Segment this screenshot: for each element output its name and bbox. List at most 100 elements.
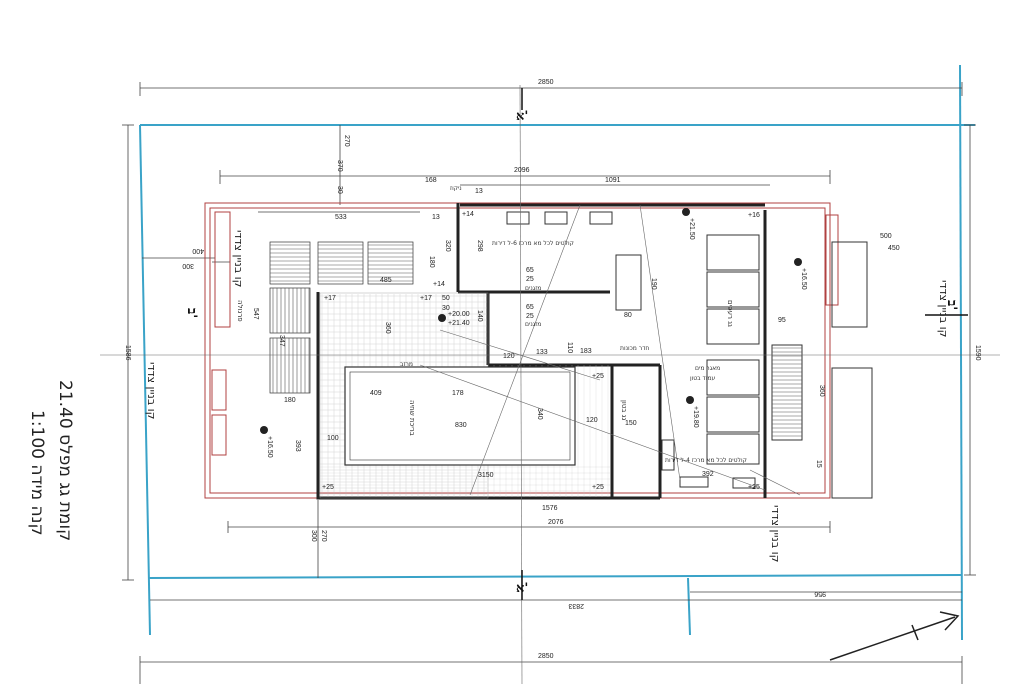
dim-956: 956 (814, 590, 826, 597)
dim-3150: 3150 (478, 472, 494, 479)
dim-30b: 30 (442, 305, 450, 312)
level-13: +16.50 (266, 436, 273, 458)
label-roof: גג רעפים (726, 300, 734, 327)
dim-110: 110 (566, 342, 573, 353)
level-5: +16 (748, 212, 760, 219)
dimension-lines (122, 82, 976, 684)
dim-133: 133 (536, 349, 548, 356)
pool (344, 366, 576, 466)
dim-1576: 1576 (542, 505, 558, 512)
level-10: +21.50 (688, 218, 695, 240)
dim-120b: 120 (586, 417, 598, 424)
dim-100: 100 (327, 435, 339, 442)
dim-830: 830 (455, 422, 467, 429)
dim-485: 485 (380, 277, 392, 284)
dim-1590: 1590 (974, 345, 981, 361)
section-a-top-label: א' (516, 109, 528, 124)
dim-180: 180 (284, 397, 296, 404)
pergola (269, 241, 414, 394)
level-7: +25 (592, 373, 604, 380)
solar-collectors (506, 211, 873, 499)
dim-190: 190 (650, 278, 657, 290)
note-right-a: קו בניין צדדי (937, 280, 950, 337)
level-9: +25 (748, 484, 760, 491)
dim-300: 300 (182, 262, 194, 269)
level-12: +19.80 (692, 406, 699, 428)
dim-450: 450 (888, 245, 900, 252)
dim-50: 50 (442, 295, 450, 302)
dim-bottom-300: 300 (310, 530, 317, 542)
label-water: מאגר מים (695, 365, 720, 372)
dim-533: 533 (335, 214, 347, 221)
dim-340: 340 (536, 408, 543, 420)
dim-547: 547 (252, 308, 259, 320)
label-solar: קולטים לכל מא מרכז 6-ל דירות (492, 240, 574, 247)
dim-320: 320 (444, 240, 451, 252)
level-2: +17 (420, 295, 432, 302)
drawing-scale: 1:100 קנה מידה (27, 410, 47, 536)
dim-2833: 2833 (568, 602, 584, 609)
level-4: +14 (462, 211, 474, 218)
dim-13b: 13 (475, 188, 483, 195)
drawing-title: קומת גג מפלס 21.40 (55, 380, 75, 541)
label-note2: גג בטון (620, 400, 628, 421)
dim-298: 298 (476, 240, 483, 252)
dim-bottom-overall: 2850 (538, 653, 554, 660)
dim-30: 30 (336, 186, 343, 194)
dim-65b: 65 (526, 304, 534, 311)
dim-360: 360 (384, 322, 391, 334)
property-lines (139, 64, 975, 641)
dim-140: 140 (476, 310, 483, 322)
label-note1: עמוד בטון (690, 375, 716, 382)
dim-25: 25 (526, 276, 534, 283)
level-symbols (260, 208, 802, 434)
level-1: +17 (324, 295, 336, 302)
dim-65: 65 (526, 267, 534, 274)
note-bottom-right: קו בניין צדדי (769, 505, 782, 562)
level-3: +14 (433, 281, 445, 288)
dim-400: 400 (192, 247, 204, 254)
label-drain: ניקוז (450, 185, 462, 192)
level-15: +21.40 (448, 320, 470, 327)
dim-15: 15 (815, 460, 822, 468)
section-markers (521, 88, 968, 600)
dim-80: 80 (624, 312, 632, 319)
label-pool: בריכת שחיה (408, 400, 416, 436)
dim-1091: 1091 (605, 177, 621, 184)
dim-392: 392 (702, 471, 714, 478)
label-ac1: מזגנים (525, 285, 541, 292)
dim-25b: 25 (526, 313, 534, 320)
section-b-right-label: ב' (944, 300, 959, 310)
dim-inner-bottom: 2076 (548, 519, 564, 526)
note-left-b: קו בניין צדדי (232, 230, 245, 287)
level-6: +25 (322, 484, 334, 491)
dim-180-b: 180 (428, 256, 435, 268)
note-left-a: קו בניין צדדי (145, 362, 158, 419)
dim-370: 370 (336, 160, 343, 172)
dim-150: 150 (625, 420, 637, 427)
label-tech: חדר מכונות (620, 345, 649, 352)
solar-slats (772, 347, 802, 437)
north-arrow (829, 611, 960, 661)
dim-178: 178 (452, 390, 464, 397)
dim-360r: 360 (818, 385, 825, 397)
dim-bottom-270: 270 (320, 530, 327, 542)
dim-409: 409 (370, 390, 382, 397)
dim-95: 95 (778, 317, 786, 324)
level-14: +20.00 (448, 311, 470, 318)
label-solar2: קולטים לכל מא מרכז 4-ל דירות (665, 457, 747, 464)
dim-347: 347 (278, 335, 285, 347)
label-pergola: פרגולה (236, 300, 244, 322)
dim-top-overall: 2850 (538, 79, 554, 86)
dim-1586: 1586 (124, 345, 131, 361)
dim-500: 500 (880, 233, 892, 240)
label-ac2: מזגנים (525, 321, 541, 328)
dim-inner-top: 2096 (514, 167, 530, 174)
pergola-slats (270, 244, 413, 393)
label-gutter: מרזב (400, 361, 413, 368)
dim-270: 270 (343, 135, 350, 147)
dim-13: 13 (432, 214, 440, 221)
section-b-left-label: ב' (184, 308, 199, 318)
